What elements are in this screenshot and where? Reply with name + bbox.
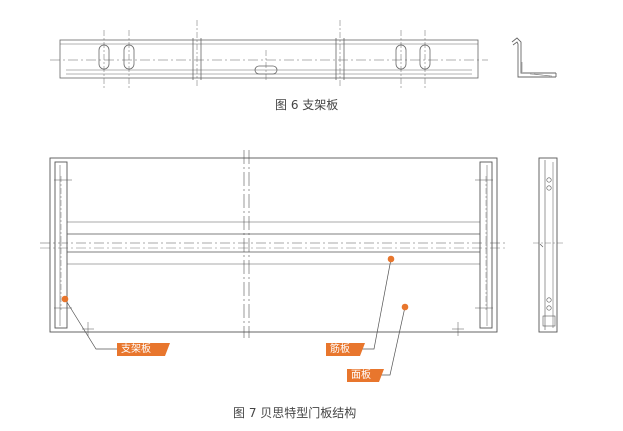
fig6-support-plate-side-view [511, 37, 557, 78]
marker-rib-plate [387, 255, 395, 263]
figure7-caption: 图 7 贝思特型门板结构 [233, 406, 357, 420]
marker-face-plate [401, 303, 409, 311]
label-support-plate: 支架板 [117, 343, 170, 356]
fig6-support-plate-front-view [50, 20, 488, 88]
fig7-leaders [64, 258, 406, 376]
label-face-plate: 面板 [347, 369, 384, 382]
leader-support-plate [64, 298, 118, 350]
leader-rib-plate [356, 258, 392, 350]
marker-support-plate [61, 295, 69, 303]
fig7-door-panel-side-view [533, 157, 563, 333]
figure6-caption: 图 6 支架板 [275, 98, 339, 112]
fig7-door-panel-front-view [40, 150, 505, 338]
label-rib-plate: 筋板 [326, 343, 365, 356]
